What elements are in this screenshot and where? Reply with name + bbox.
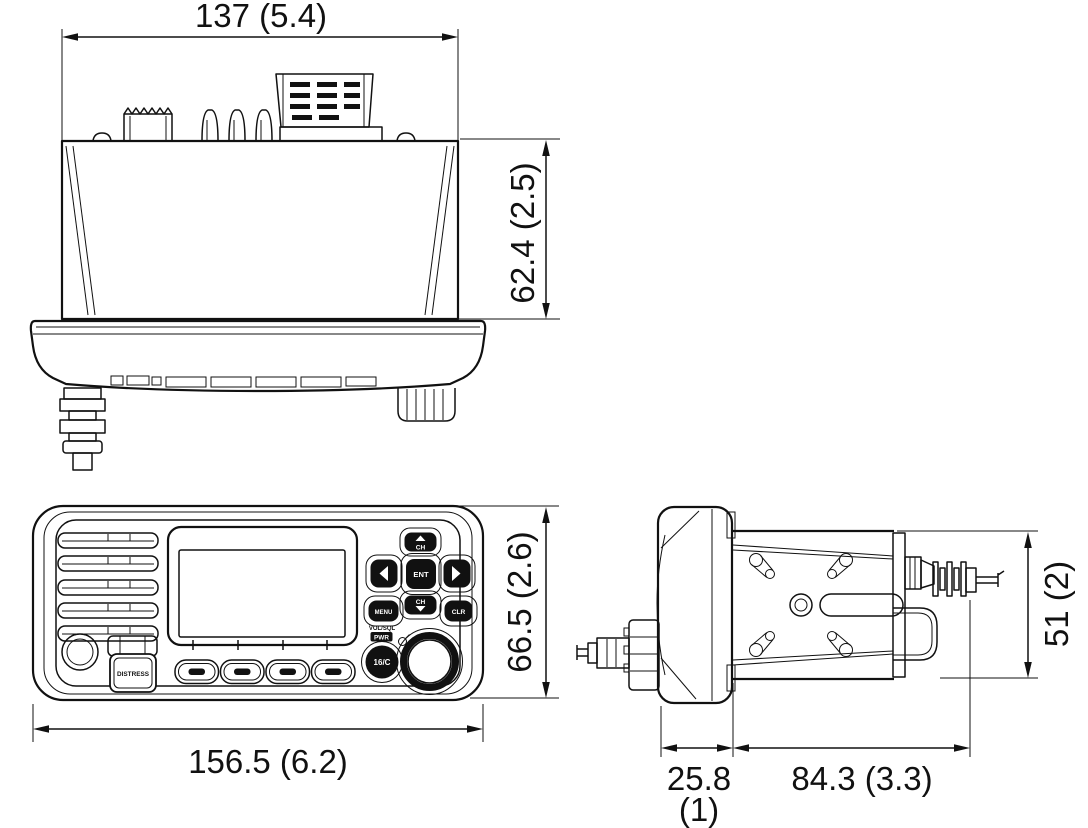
softkey-top-2 (210, 376, 252, 388)
volume-knob (396, 628, 463, 695)
dim-side-front-depth-label: 25.8 (667, 760, 731, 797)
dim-top-height: 62.4 (2.5) (444, 138, 560, 320)
dim-front-height-label: 66.5 (2.6) (501, 531, 538, 672)
clr-label: CLR (452, 609, 466, 616)
softkey-4 (310, 659, 356, 685)
menu-label: MENU (375, 610, 393, 616)
rear-plate (892, 532, 906, 678)
mic-connector (61, 633, 99, 671)
left-arrow-button (365, 554, 403, 593)
clr-button: CLR (439, 595, 478, 627)
pwr-label: PWR (374, 634, 389, 641)
dim-front-width: 156.5 (6.2) (32, 704, 484, 780)
side-view: 51 (2) 25.8 (1) 84.3 (3.3) (576, 505, 1075, 828)
dim-side-height-label: 51 (2) (1038, 561, 1075, 647)
mounting-pattern (749, 553, 904, 657)
ch-up-button: CH (399, 527, 442, 557)
dim-top-width: 137 (5.4) (61, 0, 459, 141)
distress-label: DISTRESS (117, 671, 150, 678)
keypad: CH ENT CH (361, 527, 478, 695)
power-indicator (398, 637, 407, 646)
dim-side-height: 51 (2) (897, 530, 1075, 679)
side-body (732, 529, 1005, 681)
softkey-2 (219, 659, 265, 685)
keyhole-slot (749, 631, 775, 657)
keyhole-slot (827, 631, 853, 657)
dim-front-height: 66.5 (2.6) (436, 505, 559, 699)
softkey-top-3 (255, 376, 297, 388)
vol-sql-label: VOL/SQL (369, 626, 396, 632)
front-bezel-outer (31, 504, 485, 702)
top-view-front-panel (29, 319, 487, 471)
dim-top-height-label: 62.4 (2.5) (504, 162, 541, 303)
dim-side-front-depth-inches-label: (1) (679, 791, 719, 828)
grille-slot (57, 579, 159, 596)
arrow-left-icon (379, 566, 388, 581)
keyhole-slot (749, 553, 775, 579)
mic-cable-connector (59, 387, 106, 471)
softkey-top-4 (300, 376, 342, 388)
arrow-right-icon (452, 566, 461, 581)
top-view-chassis (60, 73, 460, 321)
softkey-top-1 (165, 376, 207, 388)
screw-tab-right (396, 132, 416, 142)
lcd-display (166, 525, 359, 650)
speaker-grille (57, 532, 159, 642)
ent-label: ENT (413, 570, 429, 579)
grille-slot (57, 532, 159, 549)
front-view: DISTRESS (31, 504, 559, 780)
dim-front-width-label: 156.5 (6.2) (188, 743, 348, 780)
power-cable (904, 556, 1005, 597)
grille-slot (57, 602, 159, 619)
softkey-3 (265, 659, 311, 685)
ch-down-label: CH (416, 599, 426, 606)
distress-button: DISTRESS (107, 635, 158, 693)
ch-down-button: CH (399, 590, 442, 620)
menu-button: MENU (363, 595, 404, 627)
top-view: 137 (5.4) (29, 0, 560, 471)
screw-tab-left (92, 132, 112, 142)
softkey-1 (174, 659, 220, 685)
dim-top-width-label: 137 (5.4) (195, 0, 327, 34)
arrow-up-icon (415, 535, 426, 541)
pwr-badge (370, 632, 393, 642)
side-mic-connector (576, 637, 630, 669)
rear-connector-block (275, 73, 383, 142)
keyhole-slot (827, 553, 853, 579)
ch-up-label: CH (416, 545, 426, 552)
softkey-row (174, 659, 356, 685)
side-front-panel (656, 505, 736, 705)
rear-prongs (201, 109, 273, 142)
ch16-label: 16/C (374, 658, 391, 667)
antenna-connector (123, 107, 173, 142)
lcd-screen (178, 549, 346, 638)
dim-side-depths: 25.8 (1) 84.3 (3.3) (660, 600, 971, 828)
dim-side-body-depth-label: 84.3 (3.3) (791, 760, 932, 797)
ent-button: ENT (400, 553, 442, 595)
arrow-down-icon (415, 606, 426, 612)
grille-slot (57, 555, 159, 572)
volume-knob-top (397, 388, 456, 422)
rear-hook (893, 607, 938, 661)
right-arrow-button (438, 554, 476, 593)
